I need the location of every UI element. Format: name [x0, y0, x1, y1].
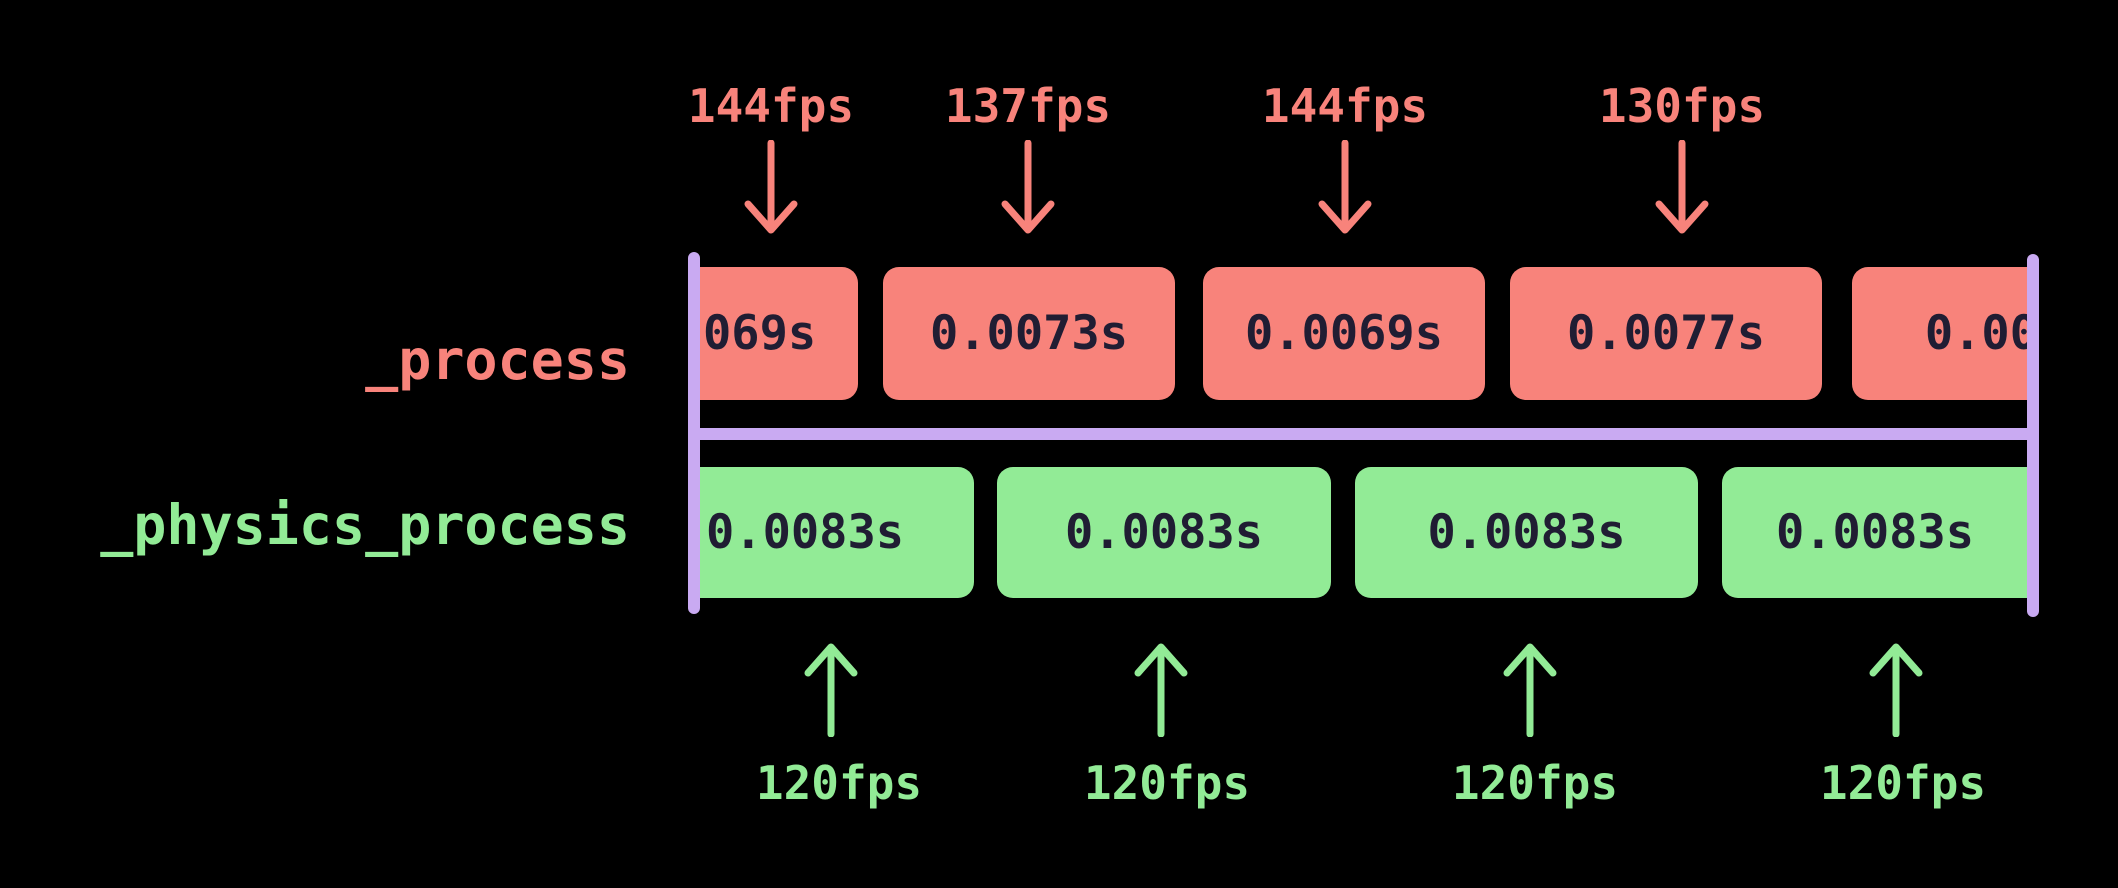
frame-duration: 0.00: [1924, 306, 2028, 361]
timeline-divider: [694, 428, 2033, 440]
frame-duration: 0.0073s: [929, 306, 1129, 361]
physics-process-row-label: _physics_process: [100, 493, 630, 557]
down-arrow-icon: [1001, 140, 1055, 234]
physics-frame: 0.0083s: [1355, 467, 1698, 598]
process-frame: 0.0069s: [1203, 267, 1485, 400]
timeline-end-marker: [2027, 254, 2039, 617]
frame-duration: 0.0083s: [706, 505, 905, 560]
up-arrow-icon: [1869, 643, 1923, 737]
physics-fps-label: 120fps: [1083, 756, 1251, 810]
frame-duration: 0.0083s: [1775, 505, 1975, 560]
process-fps-label: 144fps: [687, 79, 855, 133]
process-frame: 0.0077s: [1510, 267, 1822, 400]
physics-fps-label: 120fps: [1451, 756, 1619, 810]
process-frame: 0.00: [1852, 267, 2028, 400]
physics-fps-label: 120fps: [755, 756, 923, 810]
frame-duration: 069s: [703, 306, 817, 361]
up-arrow-icon: [1134, 643, 1188, 737]
up-arrow-icon: [804, 643, 858, 737]
frame-duration: 0.0069s: [1244, 306, 1444, 361]
process-row-label: _process: [365, 328, 630, 392]
physics-frame: 0.0083s: [700, 467, 974, 598]
physics-fps-label: 120fps: [1819, 756, 1987, 810]
up-arrow-icon: [1503, 643, 1557, 737]
down-arrow-icon: [744, 140, 798, 234]
timeline-start-marker: [688, 252, 700, 614]
physics-frame: 0.0083s: [1722, 467, 2028, 598]
down-arrow-icon: [1318, 140, 1372, 234]
process-fps-label: 144fps: [1261, 79, 1429, 133]
frame-duration: 0.0083s: [1064, 505, 1264, 560]
timeline-window: 069s 0.0073s 0.0069s 0.0077s 0.00 0.0083…: [700, 255, 2028, 605]
physics-frame: 0.0083s: [997, 467, 1331, 598]
process-frame: 0.0073s: [883, 267, 1175, 400]
process-fps-label: 137fps: [944, 79, 1112, 133]
process-fps-label: 130fps: [1598, 79, 1766, 133]
frame-duration: 0.0077s: [1566, 306, 1766, 361]
process-frame: 069s: [700, 267, 858, 400]
down-arrow-icon: [1655, 140, 1709, 234]
frame-duration: 0.0083s: [1427, 505, 1626, 560]
